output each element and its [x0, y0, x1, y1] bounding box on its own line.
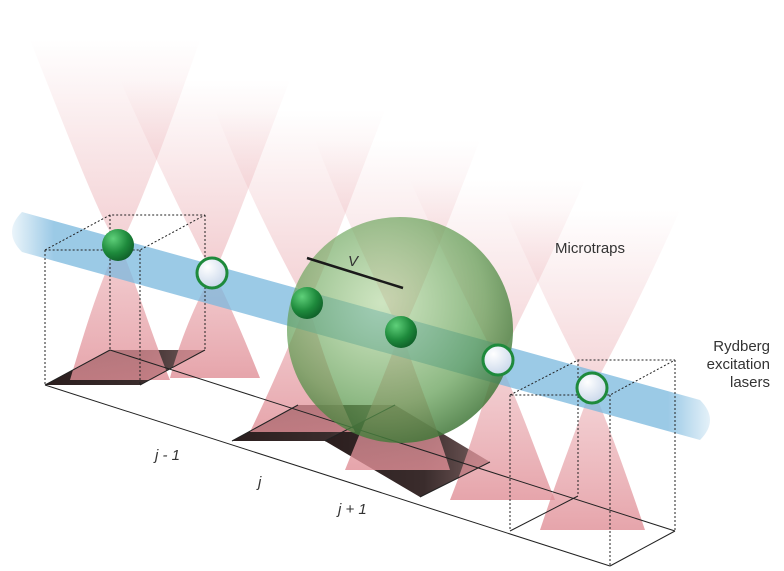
site-wireframe-right — [509, 359, 676, 566]
trap-beam — [505, 210, 680, 530]
microtraps-label: Microtraps — [555, 240, 625, 257]
ground-atom — [575, 371, 609, 405]
interaction-radius-line — [306, 256, 404, 290]
site-label-next: j + 1 — [336, 501, 367, 518]
ground-atom — [195, 256, 229, 290]
lasers-label-line1: Rydberg — [713, 338, 770, 355]
lasers-label-line3: lasers — [730, 374, 770, 391]
interaction-label: V — [348, 253, 360, 270]
site-wireframe-left — [44, 214, 206, 385]
site-label-prev: j - 1 — [153, 447, 180, 464]
lasers-label-line2: excitation — [707, 356, 770, 373]
rydberg-atom — [385, 316, 417, 348]
ground-atom — [481, 343, 515, 377]
rydberg-atom — [102, 229, 134, 261]
rydberg-atom — [291, 287, 323, 319]
site-label-current: j — [256, 474, 262, 491]
atoms — [102, 229, 609, 405]
